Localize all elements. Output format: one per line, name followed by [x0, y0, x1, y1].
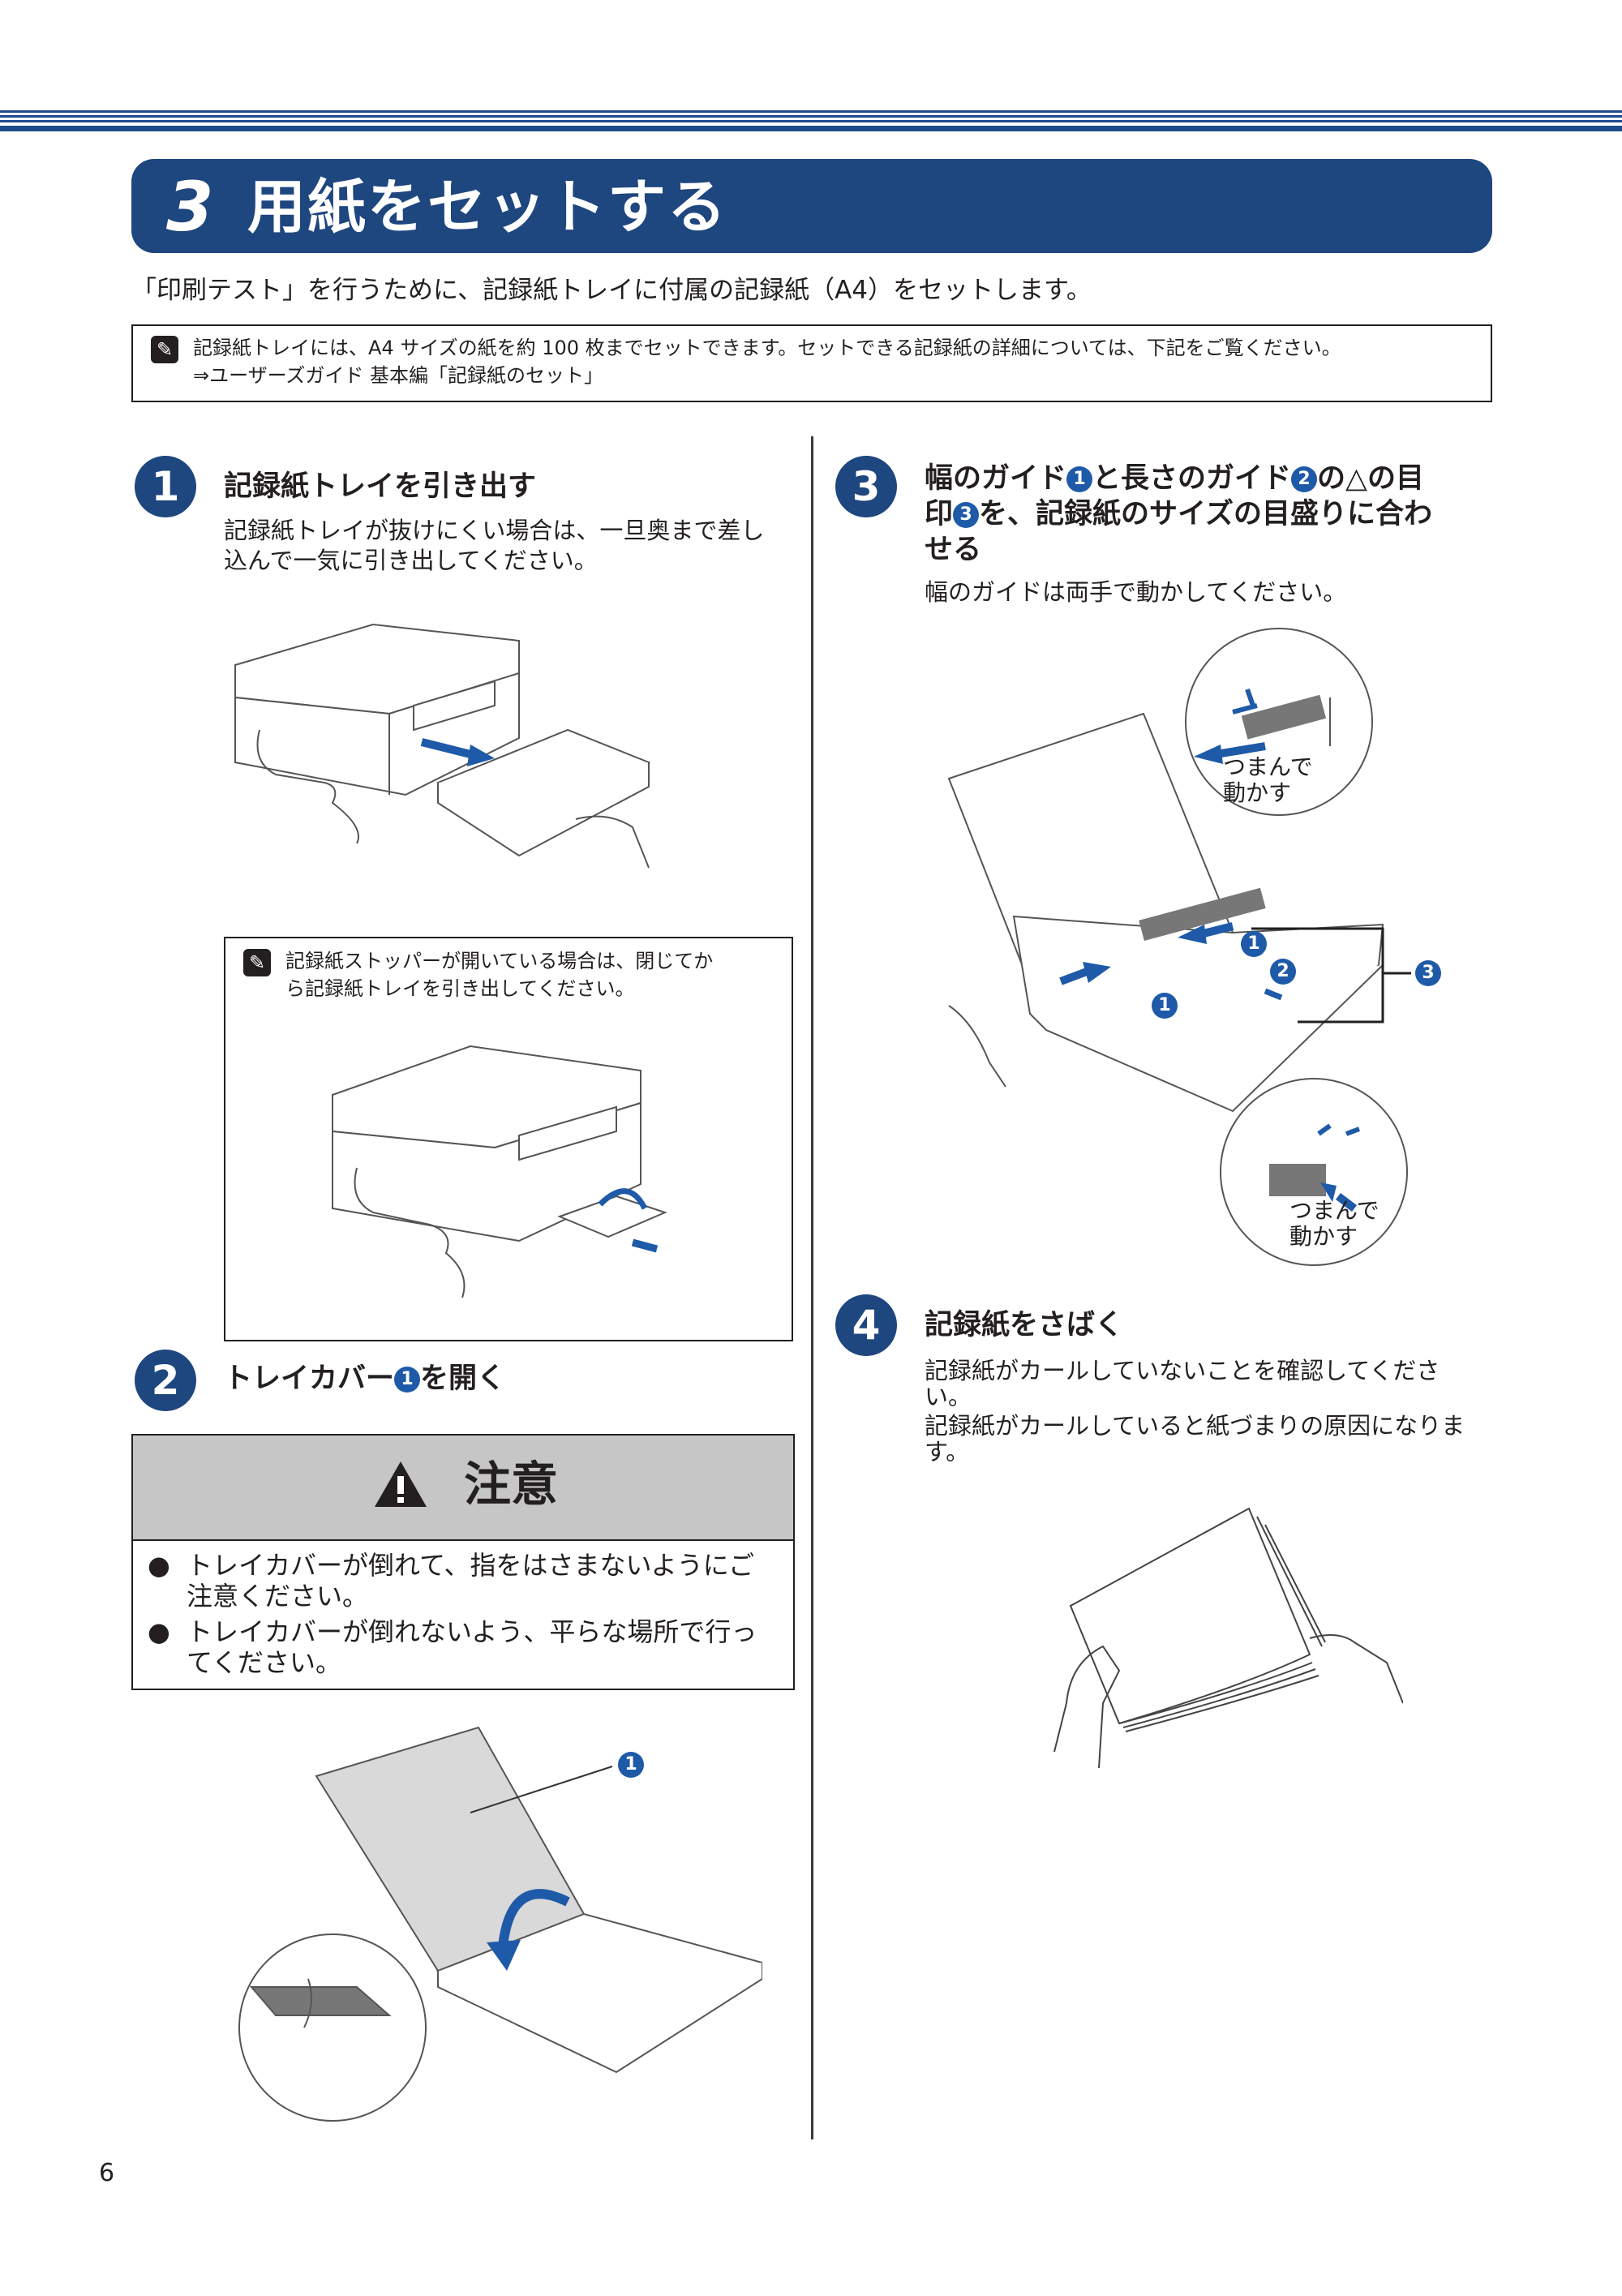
pencil-note-icon-2: ✎	[243, 949, 271, 976]
figure-ref-cover: 1	[618, 1752, 644, 1778]
ref-width-guide: 1	[1066, 466, 1093, 492]
section-number: 3	[166, 167, 214, 247]
column-divider	[811, 436, 813, 2139]
caution-item-1-line-2: 注意ください。	[187, 1581, 369, 1611]
stopper-note-box	[224, 937, 793, 1341]
stopper-note-line-2: ら記録紙トレイを引き出してください。	[285, 977, 635, 1000]
ref-length-guide: 2	[1291, 466, 1318, 492]
caution-body	[131, 1539, 795, 1690]
caution-item-1-line-1: トレイカバーが倒れて、指をはさまないようにご	[187, 1550, 755, 1581]
pinch-move-label-2a: つまんで	[1289, 1197, 1380, 1224]
step-3-title-1b: と長さのガイド	[1092, 462, 1292, 495]
step-3-title-1c: の△の目	[1317, 462, 1424, 495]
caution-item-2-line-2: てください。	[187, 1647, 342, 1678]
note-line-1: 記録紙トレイには、A4 サイズの紙を約 100 枚までセットできます。セットでき…	[193, 337, 1341, 359]
pencil-note-icon: ✎	[151, 336, 178, 363]
step-1-body-1: 記録紙トレイが抜けにくい場合は、一旦奥まで差し	[224, 517, 765, 544]
caution-title: 注意	[464, 1457, 559, 1512]
note-line-2: ⇒ユーザーズガイド 基本編「記録紙のセット」	[193, 364, 604, 387]
step-4-title: 記録紙をさばく	[925, 1309, 1124, 1341]
step-3-body: 幅のガイドは両手で動かしてください。	[925, 578, 1347, 606]
step-4-body-4: す。	[925, 1438, 970, 1466]
printer-tray-figure	[234, 623, 651, 869]
step-4-body-3: 記録紙がカールしていると紙づまりの原因になりま	[925, 1412, 1465, 1440]
step-3-title-2a: 印	[925, 498, 954, 530]
step-3-title-line-3: せる	[925, 534, 982, 566]
ref-cover-number: 1	[394, 1367, 421, 1393]
warning-triangle-icon	[375, 1461, 427, 1507]
page-number: 6	[99, 2159, 115, 2187]
figure-ref-1-top: 1	[1241, 931, 1267, 957]
note-box	[131, 324, 1492, 402]
figure-ref-3: 3	[1415, 960, 1441, 986]
step-3-title-2b: を、記録紙のサイズの目盛りに合わ	[979, 498, 1432, 530]
intro-text: 「印刷テスト」を行うために、記録紙トレイに付属の記録紙（A4）をセットします。	[131, 276, 1092, 305]
pinch-move-label-2b: 動かす	[1289, 1223, 1358, 1250]
step-3-number: 3	[835, 456, 897, 517]
step-2-title-a: トレイカバー	[224, 1363, 395, 1395]
section-title: 用紙をセットする	[247, 173, 728, 241]
pinch-move-label-1b: 動かす	[1223, 779, 1292, 806]
tray-cover-figure	[238, 1726, 762, 2122]
ref-triangle-mark: 3	[953, 502, 980, 528]
pinch-move-label-1a: つまんで	[1223, 753, 1313, 780]
paper-guides-figure	[947, 628, 1411, 1266]
stopper-note-line-1: 記録紙ストッパーが開いている場合は、閉じてか	[285, 950, 714, 972]
caution-item-2-line-1: トレイカバーが倒れないよう、平らな場所で行っ	[187, 1616, 757, 1647]
step-3-title-1a: 幅のガイド	[925, 462, 1067, 495]
step-4-body-2: い。	[925, 1383, 972, 1410]
printer-stopper-figure	[332, 1045, 667, 1298]
step-4-number: 4	[835, 1294, 897, 1356]
step-2-title-b: を開く	[420, 1363, 506, 1395]
caution-bullet-2: ●	[148, 1616, 170, 1647]
figure-ref-1-bottom: 1	[1152, 993, 1178, 1019]
step-1-title: 記録紙トレイを引き出す	[224, 470, 537, 503]
step-2-number: 2	[135, 1350, 196, 1411]
step-1-number: 1	[135, 456, 196, 517]
caution-header	[131, 1434, 795, 1541]
fan-paper-figure	[1053, 1507, 1403, 1769]
caution-bullet-1: ●	[148, 1550, 170, 1581]
step-1-body-2: 込んで一気に引き出してください。	[224, 547, 598, 574]
step-4-body-1: 記録紙がカールしていないことを確認してくださ	[925, 1357, 1440, 1384]
figure-ref-2: 2	[1270, 959, 1296, 985]
section-banner	[131, 159, 1492, 253]
